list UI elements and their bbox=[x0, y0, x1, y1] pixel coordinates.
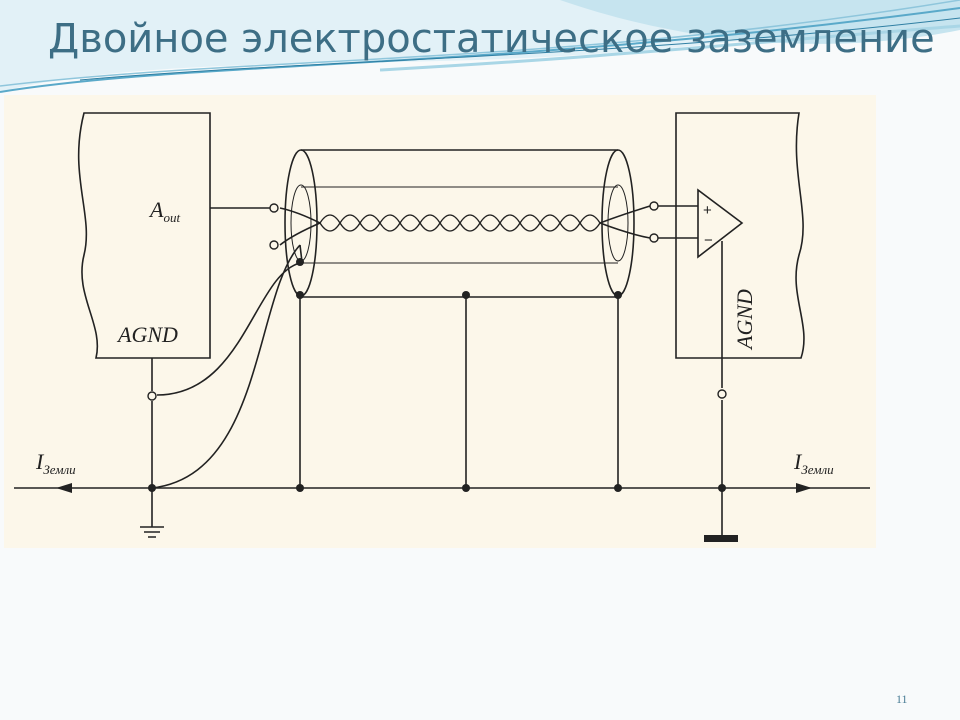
source-block bbox=[77, 112, 211, 359]
op-amp bbox=[697, 188, 744, 259]
cable-shield bbox=[301, 149, 618, 298]
receiver-agnd-label: AGND bbox=[732, 289, 757, 351]
opamp-minus-label: − bbox=[704, 232, 713, 249]
ground-current-right-subscript: Земли bbox=[801, 462, 834, 477]
slide-title: Двойное электростатическое заземление bbox=[48, 16, 935, 62]
earth-plate bbox=[704, 535, 738, 542]
ground-current-right-label: I bbox=[793, 449, 803, 474]
page-number: 11 bbox=[896, 692, 908, 706]
arrow-left bbox=[56, 483, 72, 493]
receiver-block bbox=[675, 112, 805, 359]
opamp-plus-label: + bbox=[703, 202, 712, 219]
svg-text:IЗемли: IЗемли bbox=[793, 449, 834, 477]
aout-subscript: out bbox=[163, 210, 180, 225]
ground-current-left-label: I bbox=[35, 449, 45, 474]
ground-current-left-subscript: Земли bbox=[43, 462, 76, 477]
header-wave-decoration bbox=[0, 0, 960, 93]
svg-text:IЗемли: IЗемли bbox=[35, 449, 76, 477]
grounding-diagram: Aout AGND AGND + − IЗемли IЗемли bbox=[4, 95, 876, 548]
source-agnd-label: AGND bbox=[116, 322, 178, 347]
arrow-right bbox=[796, 483, 812, 493]
svg-text:Aout: Aout bbox=[148, 197, 180, 225]
aout-label: A bbox=[148, 197, 164, 222]
